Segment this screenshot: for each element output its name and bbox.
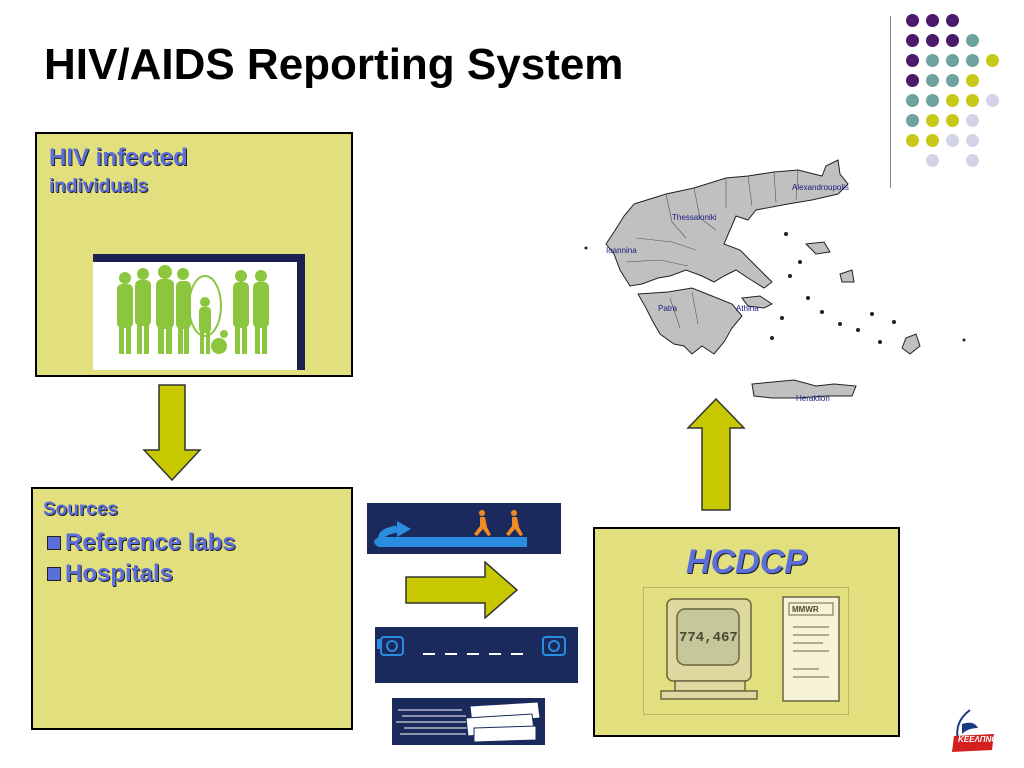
sources-box: Sources Reference labs Hospitals bbox=[31, 487, 353, 730]
dot bbox=[926, 94, 939, 107]
bullet-icon bbox=[47, 536, 61, 550]
slide-title: HIV/AIDS Reporting System bbox=[44, 40, 624, 89]
greece-map: Alexandroupolis Thessaloniki Ioannina Pa… bbox=[576, 158, 970, 419]
dot bbox=[906, 74, 919, 87]
dot bbox=[966, 54, 979, 67]
city-label: Heraklion bbox=[796, 394, 830, 403]
dot bbox=[946, 74, 959, 87]
city-label: Alexandroupolis bbox=[792, 183, 849, 192]
dot bbox=[946, 114, 959, 127]
dot bbox=[926, 34, 939, 47]
dot bbox=[986, 54, 999, 67]
city-label: Thessaloniki bbox=[672, 213, 717, 222]
dot bbox=[966, 74, 979, 87]
dot bbox=[926, 154, 939, 167]
keelpno-logo-icon bbox=[952, 709, 994, 752]
people-illustration bbox=[93, 254, 305, 370]
dot bbox=[906, 34, 919, 47]
screen-value: 774,467 bbox=[679, 630, 738, 646]
dot bbox=[906, 14, 919, 27]
sources-item-hospitals: Hospitals bbox=[47, 560, 173, 588]
hcdcp-title: HCDCP bbox=[686, 543, 807, 581]
dot bbox=[966, 94, 979, 107]
individuals-box: HIV infected individuals bbox=[35, 132, 353, 377]
hcdcp-box: HCDCP 774,467 MMWR bbox=[593, 527, 900, 737]
sources-heading: Sources bbox=[43, 499, 118, 520]
right-arrow bbox=[405, 561, 519, 619]
dot bbox=[906, 134, 919, 147]
dot bbox=[966, 34, 979, 47]
dot bbox=[926, 114, 939, 127]
up-arrow bbox=[686, 398, 746, 511]
dot bbox=[966, 134, 979, 147]
dot bbox=[926, 54, 939, 67]
dot bbox=[946, 94, 959, 107]
city-label: Patra bbox=[658, 304, 678, 313]
courier-runners-image bbox=[367, 503, 561, 554]
dot bbox=[906, 94, 919, 107]
dot bbox=[946, 14, 959, 27]
dot bbox=[986, 94, 999, 107]
dot bbox=[946, 134, 959, 147]
sources-item-reference-labs: Reference labs bbox=[47, 529, 236, 557]
dot bbox=[966, 114, 979, 127]
dot bbox=[966, 154, 979, 167]
mail-documents-image bbox=[392, 698, 545, 745]
sources-item-label: Hospitals bbox=[65, 560, 174, 587]
individuals-subtitle: individuals bbox=[49, 176, 149, 197]
bullet-icon bbox=[47, 567, 61, 581]
city-label: Ioannina bbox=[606, 246, 637, 255]
keelpno-logo: ΚΕΕΛΠΝΟ bbox=[948, 704, 998, 759]
dot bbox=[946, 54, 959, 67]
individuals-title: HIV infected bbox=[49, 144, 188, 171]
dot bbox=[946, 34, 959, 47]
dot bbox=[926, 14, 939, 27]
dot bbox=[906, 114, 919, 127]
divider-line bbox=[890, 16, 891, 188]
telephone-line-image bbox=[375, 627, 578, 683]
dot bbox=[926, 134, 939, 147]
computer-and-report-image bbox=[643, 587, 849, 715]
greece-map-shape bbox=[584, 159, 966, 399]
logo-text: ΚΕΕΛΠΝΟ bbox=[958, 735, 998, 744]
dot bbox=[926, 74, 939, 87]
dot bbox=[906, 54, 919, 67]
sources-item-label: Reference labs bbox=[65, 529, 236, 556]
down-arrow bbox=[142, 384, 202, 482]
city-label: Athina bbox=[736, 304, 759, 313]
report-header: MMWR bbox=[792, 605, 819, 614]
